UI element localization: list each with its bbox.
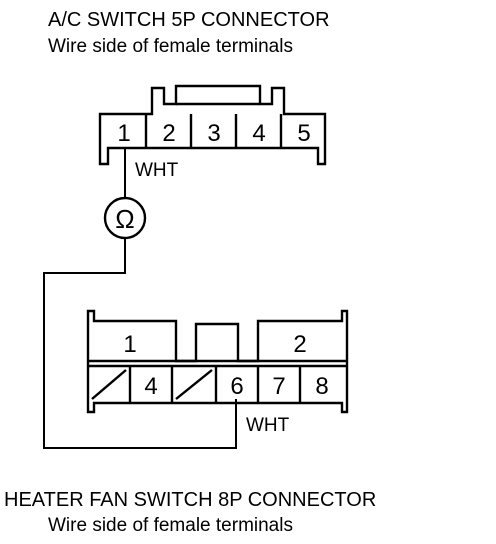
bottom-pin-4: 4 bbox=[144, 373, 157, 400]
blank-cavity-mark-2 bbox=[175, 369, 213, 400]
connector-8p-outline bbox=[86, 309, 349, 414]
bottom-wire-label: WHT bbox=[246, 415, 290, 436]
bottom-pin-8: 8 bbox=[315, 373, 328, 400]
ohm-symbol: Ω bbox=[115, 204, 134, 234]
top-pin-4: 4 bbox=[252, 120, 265, 147]
top-connector-subtitle: Wire side of female terminals bbox=[48, 36, 293, 57]
ohmmeter-probe-circuit: Ω bbox=[43, 148, 237, 449]
top-pin-2: 2 bbox=[162, 120, 175, 147]
bottom-connector-title: HEATER FAN SWITCH 8P CONNECTOR bbox=[4, 489, 376, 511]
top-connector-title: A/C SWITCH 5P CONNECTOR bbox=[48, 9, 330, 31]
bottom-pin-7: 7 bbox=[272, 373, 285, 400]
heater-fan-switch-8p-connector: 1 2 4 6 7 8 bbox=[86, 309, 349, 414]
top-pin-3: 3 bbox=[207, 120, 220, 147]
top-pin-5: 5 bbox=[297, 120, 310, 147]
bottom-pin-1: 1 bbox=[123, 331, 136, 358]
bottom-pin-6: 6 bbox=[230, 373, 243, 400]
probe-wire-lower bbox=[43, 238, 237, 449]
bottom-pin-2: 2 bbox=[293, 331, 306, 358]
top-wire-label: WHT bbox=[135, 160, 179, 181]
top-pin-1: 1 bbox=[117, 120, 130, 147]
ac-switch-5p-connector: 1 2 3 4 5 bbox=[98, 84, 327, 166]
bottom-connector-subtitle: Wire side of female terminals bbox=[48, 515, 293, 536]
blank-cavity-mark-1 bbox=[91, 369, 127, 400]
connector-5p-outline bbox=[98, 84, 327, 166]
